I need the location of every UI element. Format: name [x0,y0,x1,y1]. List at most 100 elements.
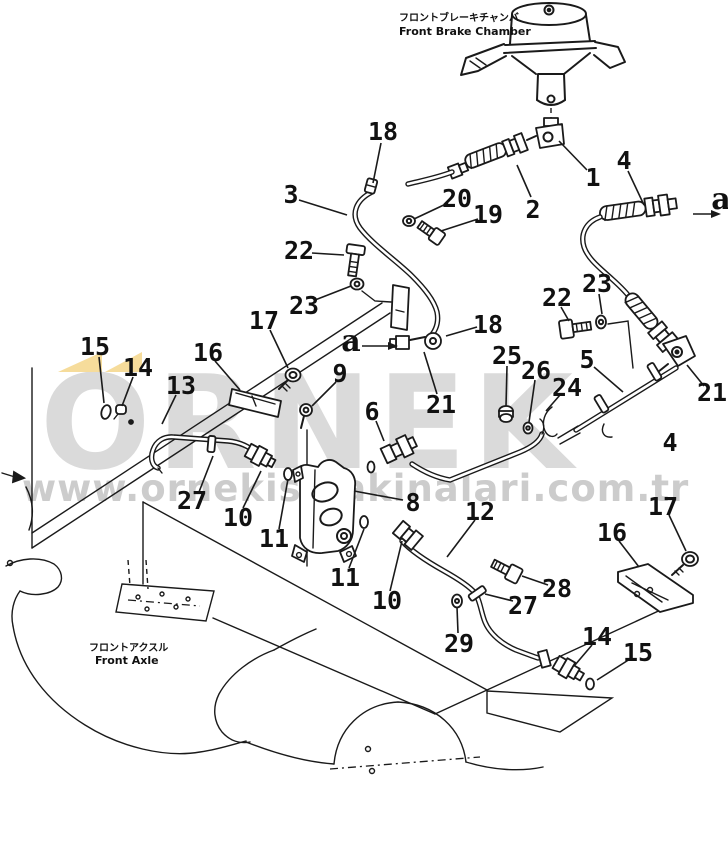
brake-chamber-caption-en: Front Brake Chamber [399,25,531,38]
callout-label: 22 [284,236,314,265]
callout-leader [161,394,177,425]
callout-label: 2 [525,195,540,224]
washer-29 [451,593,463,609]
bolt-17-right [671,551,699,576]
callout-leader [627,170,645,206]
callout-leader [593,366,624,393]
callout-label: 1 [585,163,600,192]
callout-label: 25 [492,341,522,370]
callout-label: 24 [552,373,582,402]
callout-label: 4 [662,428,677,457]
clamp-plate [361,284,410,331]
callout-leader [269,329,289,369]
callout-leader [528,379,536,423]
pipe-13 [152,436,293,481]
callout-label: 19 [473,200,503,229]
pipe-3 [355,177,437,338]
callout-label: 26 [521,356,551,385]
callout-label: 18 [473,310,503,339]
bolt-22-right [558,318,593,340]
callout-leader [298,199,348,216]
callout-label: 23 [289,291,319,320]
callout-leader [456,606,459,634]
callout-leader [121,376,134,407]
washer-23-left [349,277,365,291]
callout-leader [440,218,479,232]
callout-leader [413,202,449,220]
view-marker-label: a [711,182,728,217]
banjo-fitting-a [389,332,442,350]
front-brake-chamber-drawing [460,2,626,120]
callout-leader [372,142,382,184]
callout-label: 14 [582,622,612,651]
reference-lines [1,302,679,715]
callout-label: 15 [623,638,653,667]
nut-25 [498,405,514,423]
callout-label: 21 [697,378,727,407]
callout-leader [278,478,289,530]
callout-leader [596,658,631,681]
callout-leader [311,252,345,256]
callout-leader [516,164,532,198]
callout-label: 15 [80,332,110,361]
callout-label: 16 [597,518,627,547]
washer-23-right [595,314,634,369]
callout-label: 17 [648,492,678,521]
callout-label: 18 [368,117,398,146]
elbow-fitting-1 [526,117,565,149]
callout-leader [98,356,105,404]
triangle-marker [58,352,102,372]
clamp-hook-24 [542,406,558,438]
brake-valve-8 [291,429,357,567]
callout-label: 21 [426,390,456,419]
oring-11-upper [283,467,293,481]
front-axle-caption-en: Front Axle [95,654,159,667]
callout-label: 27 [177,486,207,515]
callout-leader [545,394,561,412]
callout-leader [484,593,514,602]
callout-leader [505,365,508,407]
triangle-marker [105,352,142,372]
fitting-10-lower [391,519,424,551]
callout-label: 22 [542,283,572,312]
washer-20 [402,215,416,227]
callout-label: 13 [166,371,196,400]
callout-label: 3 [283,180,298,209]
callout-leader [521,575,549,586]
pipe-5 [542,362,676,445]
callout-label: 6 [364,397,379,426]
callout-label: 14 [123,353,153,382]
axle-mounting-plate [115,583,215,622]
callout-leader [198,455,214,493]
callout-leader [353,490,404,501]
callout-leader [574,644,593,666]
yellow-triangles [58,352,142,372]
view-marker-label: a [341,324,360,359]
callout-leader [375,420,385,442]
left-arrowhead [11,470,27,484]
bolt-28 [490,558,524,585]
bolt-22-left [345,243,366,278]
callout-label: 17 [249,306,279,335]
center-pipe [412,418,544,480]
oring-11-lower [359,515,369,529]
clamp-27-lower [467,585,487,602]
callout-label: 5 [579,345,594,374]
callout-leader [446,519,476,558]
callout-leader [242,470,262,509]
callout-leader [598,293,603,315]
callout-label: 9 [332,359,347,388]
pipe-12 [359,515,595,691]
callout-label: 20 [442,184,472,213]
brake-chamber-caption-jp: フロントブレーキチャンバ [399,13,519,24]
callout-leader [686,364,705,387]
oring-15-upper [100,404,112,420]
callout-label: 11 [259,524,289,553]
bolt-17-left [278,367,302,392]
callout-label: 28 [542,574,572,603]
view-arrowhead [711,210,721,218]
callout-leader [389,540,403,592]
callout-leader [560,306,570,322]
